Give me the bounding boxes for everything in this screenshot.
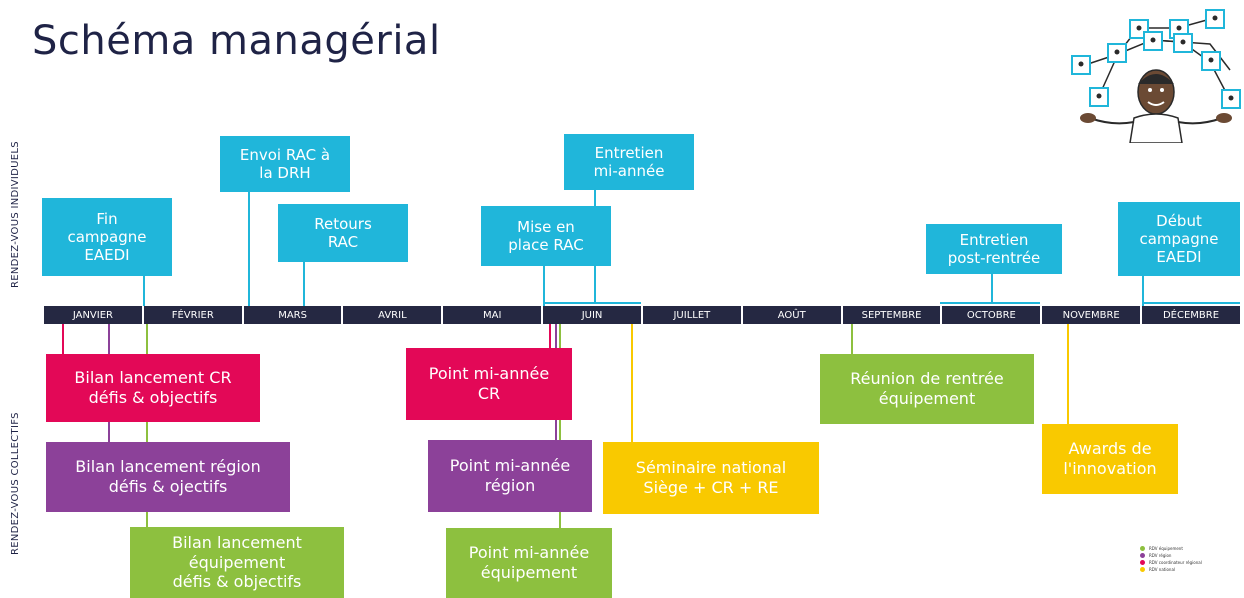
connector-envoi-rac (248, 190, 250, 306)
legend-label: RDV national (1149, 567, 1176, 572)
legend-label: RDV équipement (1149, 546, 1183, 551)
month-janvier: JANVIER (44, 306, 142, 324)
event-entretien-mi-annee: Entretien mi-année (564, 134, 694, 190)
event-point-mi-annee-equipement: Point mi-année équipement (446, 528, 612, 598)
month-juin: JUIN (543, 306, 641, 324)
event-fin-campagne: Fin campagne EAEDI (42, 198, 172, 276)
legend-item: RDV national (1140, 566, 1202, 573)
legend-label: RDV coordinateur régional (1149, 560, 1202, 565)
legend-label: RDV région (1149, 553, 1172, 558)
connector-point-equipement (559, 324, 561, 530)
month-septembre: SEPTEMBRE (842, 306, 941, 324)
connector-retours-rac (303, 262, 305, 306)
event-retours-rac: Retours RAC (278, 204, 408, 262)
legend-item: RDV équipement (1140, 545, 1202, 552)
month-juillet: JUILLET (642, 306, 741, 324)
connector-point-cr (549, 324, 551, 348)
connector-octobre-bracket (940, 302, 1040, 304)
event-envoi-rac: Envoi RAC à la DRH (220, 136, 350, 192)
month-novembre: NOVEMBRE (1042, 306, 1141, 324)
legend-swatch (1140, 546, 1145, 551)
event-mise-en-place-rac: Mise en place RAC (481, 206, 611, 266)
connector-awards (1067, 324, 1069, 424)
month-mai: MAI (443, 306, 542, 324)
legend-item: RDV coordinateur régional (1140, 559, 1202, 566)
connector-fin-campagne (143, 276, 145, 306)
event-point-mi-annee-region: Point mi-année région (428, 440, 592, 512)
event-bilan-region: Bilan lancement région défis & ojectifs (46, 442, 290, 512)
event-point-mi-annee-cr: Point mi-année CR (406, 348, 572, 420)
month-octobre: OCTOBRE (942, 306, 1041, 324)
legend-swatch (1140, 553, 1145, 558)
event-bilan-equipement: Bilan lancement équipement défis & objec… (130, 527, 344, 598)
month-mars: MARS (243, 306, 342, 324)
connector-decembre-bracket (1142, 302, 1240, 304)
connector-debut-campagne (1142, 276, 1144, 306)
month-aout: AOÛT (742, 306, 841, 324)
legend-item: RDV région (1140, 552, 1202, 559)
connector-seminaire (631, 324, 633, 444)
legend-swatch (1140, 567, 1145, 572)
connector-mise-en-place (543, 266, 545, 306)
event-entretien-post-rentree: Entretien post-rentrée (926, 224, 1062, 274)
event-awards-innovation: Awards de l'innovation (1042, 424, 1178, 494)
juggling-person-icon (1071, 9, 1241, 143)
connector-reunion (851, 324, 853, 354)
month-decembre: DÉCEMBRE (1142, 306, 1240, 324)
event-bilan-cr: Bilan lancement CR défis & objectifs (46, 354, 260, 422)
event-debut-campagne: Début campagne EAEDI (1118, 202, 1240, 276)
month-avril: AVRIL (343, 306, 442, 324)
connector-bilan-cr (62, 324, 64, 354)
month-fevrier: FÉVRIER (143, 306, 242, 324)
connector-juin-bracket (543, 302, 641, 304)
month-timeline: JANVIER FÉVRIER MARS AVRIL MAI JUIN JUIL… (44, 306, 1240, 324)
legend: RDV équipement RDV région RDV coordinate… (1140, 545, 1202, 573)
individual-label: RENDEZ-VOUS INDIVIDUELS (10, 141, 21, 288)
legend-swatch (1140, 560, 1145, 565)
connector-post-rentree (991, 274, 993, 302)
page-title: Schéma managérial (32, 18, 441, 64)
collective-label: RENDEZ-VOUS COLLECTIFS (10, 412, 21, 555)
event-reunion-rentree: Réunion de rentrée équipement (820, 354, 1034, 424)
event-seminaire-national: Séminaire national Siège + CR + RE (603, 442, 819, 514)
connector-bilan-equipement (146, 324, 148, 529)
